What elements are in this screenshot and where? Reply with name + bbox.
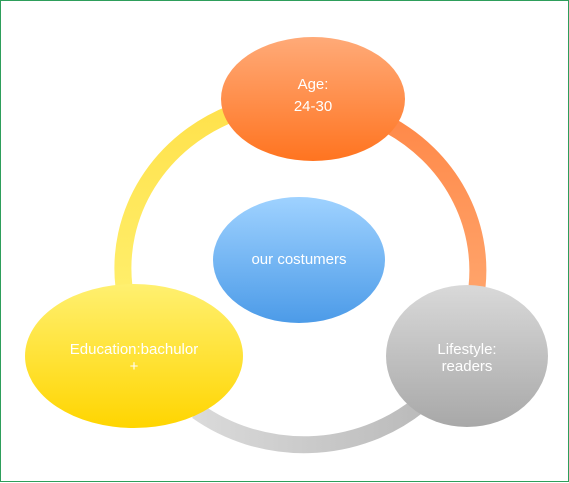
age-label-line2: 24-30 [294, 98, 332, 115]
node-center [213, 197, 385, 323]
education-label-line2: + [130, 358, 139, 375]
arc-gray [192, 398, 425, 454]
lifestyle-label-line2: readers [442, 358, 493, 375]
node-lifestyle [386, 285, 548, 427]
arc-yellow [114, 105, 237, 288]
arc-orange [384, 117, 487, 288]
center-label: our costumers [251, 251, 346, 268]
node-age [221, 37, 405, 161]
education-label-line1: Education:bachulor [70, 341, 198, 358]
node-education [25, 284, 243, 428]
age-label-line1: Age: [298, 76, 329, 93]
lifestyle-label-line1: Lifestyle: [437, 341, 496, 358]
